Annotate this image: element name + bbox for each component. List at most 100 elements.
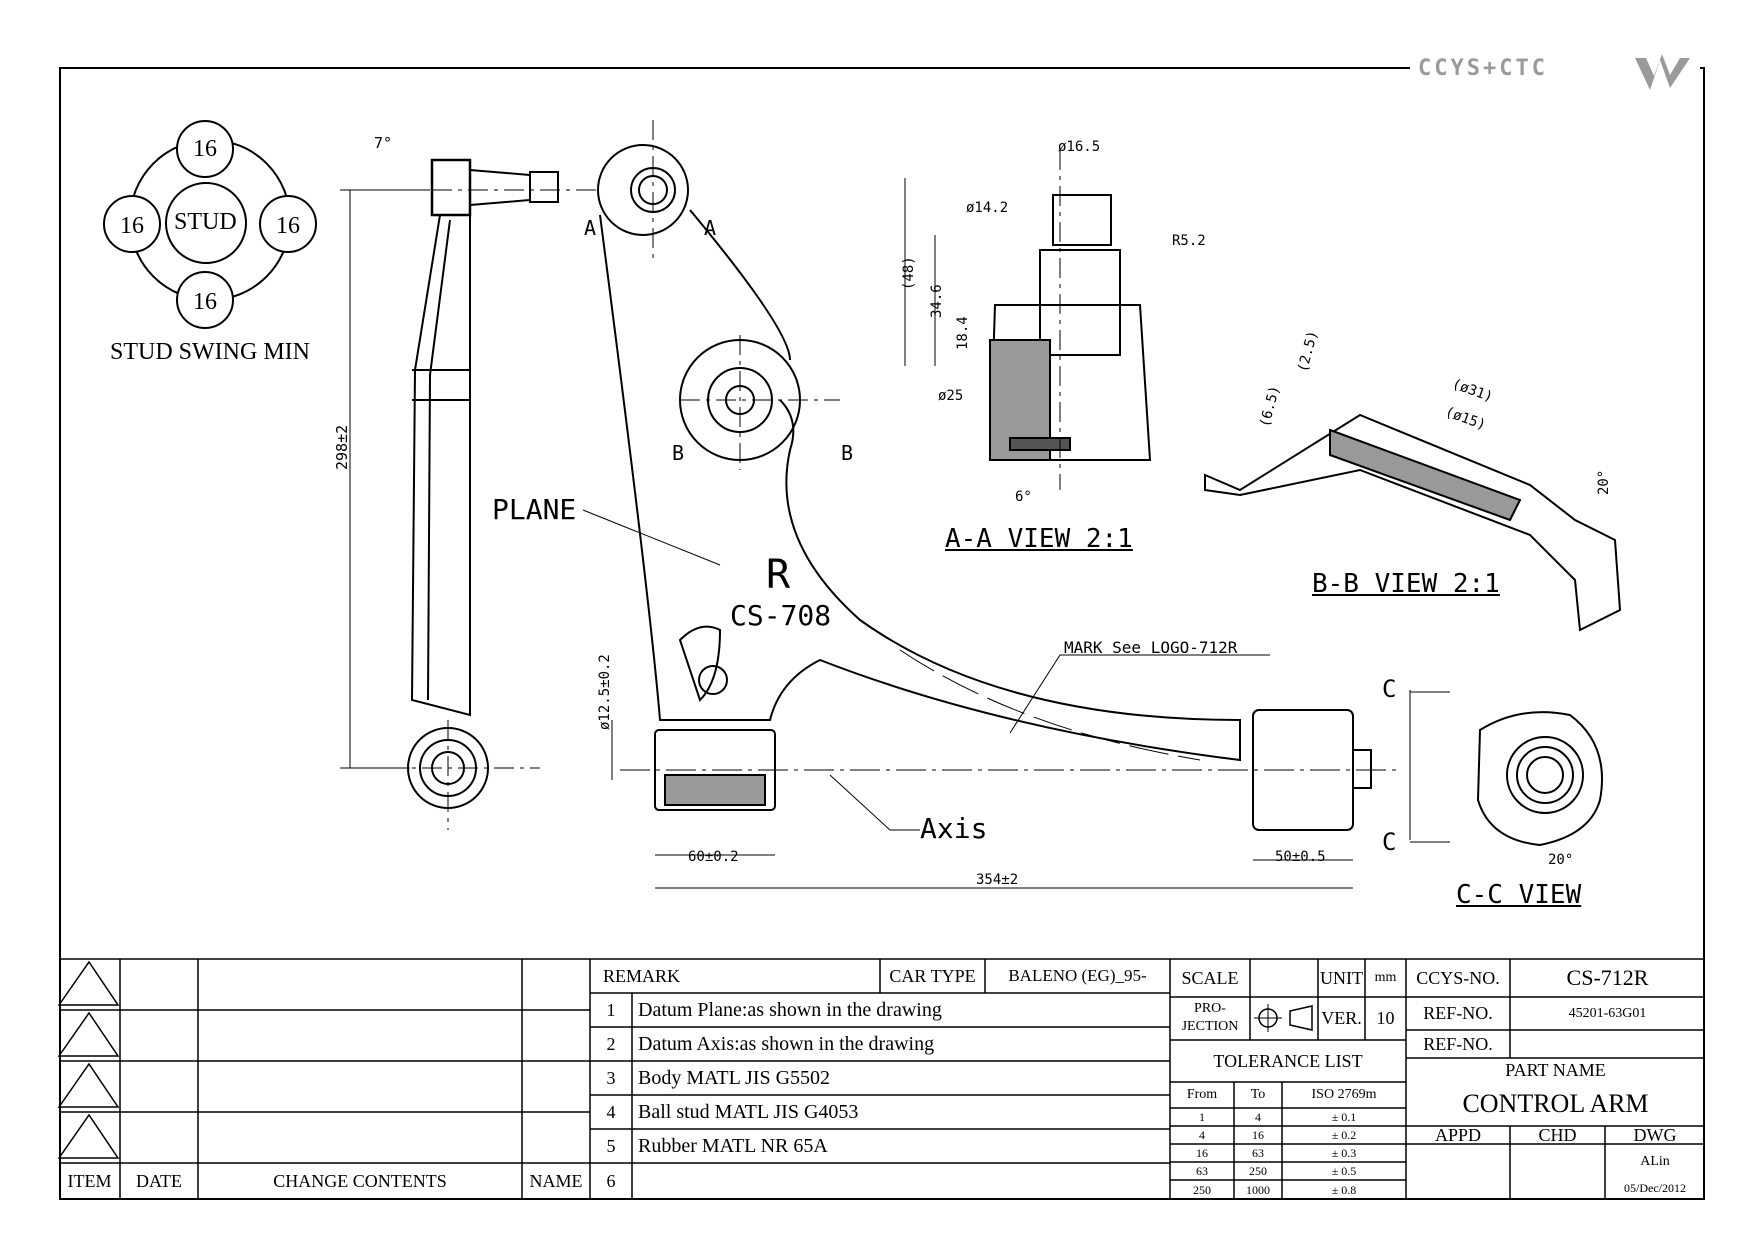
logo-text: CCYS+CTC (1418, 56, 1548, 81)
header-item: ITEM (67, 1171, 112, 1191)
tol-value-5: ± 0.8 (1331, 1182, 1357, 1197)
remark-text-1: Datum Plane:as shown in the drawing (638, 998, 942, 1021)
aa-d25: ø25 (938, 388, 964, 404)
part-name-label: PART NAME (1505, 1059, 1606, 1080)
tol-value-4: ± 0.5 (1331, 1163, 1357, 1178)
remark-no-4: 4 (606, 1101, 616, 1122)
projection-label-1: PRO- (1194, 1001, 1226, 1016)
tol-to-2: 16 (1252, 1127, 1264, 1142)
section-a-right: A (704, 216, 717, 240)
tol-from-3: 16 (1196, 1145, 1208, 1160)
part-mark: CS-708 (730, 599, 832, 632)
tol-header-from: From (1186, 1087, 1218, 1102)
dwg-label: DWG (1633, 1126, 1677, 1144)
header-name: NAME (529, 1171, 583, 1191)
appd-label: APPD (1434, 1126, 1482, 1144)
ref-no-value: 45201-63G01 (1568, 1005, 1647, 1021)
angle-7: 7° (374, 134, 393, 152)
car-type-value: BALENO (EG)_95- (1008, 966, 1147, 985)
remark-text-6 (638, 1163, 1168, 1200)
bb-view-title: B-B VIEW 2:1 (1312, 569, 1500, 599)
plane-label: PLANE (492, 493, 577, 526)
projection-label-2: JECTION (1181, 1019, 1239, 1034)
tolerance-list-title: TOLERANCE LIST (1213, 1050, 1363, 1071)
section-cc-drawing (1410, 691, 1603, 847)
aa-h48: (48) (901, 256, 917, 290)
remark-no-3: 3 (606, 1067, 616, 1088)
tol-from-2: 4 (1199, 1127, 1205, 1142)
title-block-grid (57, 958, 1705, 1200)
header-date: DATE (136, 1171, 182, 1191)
axis-label: Axis (920, 812, 988, 845)
logo-mark-note: MARK See LOGO-712R (1064, 638, 1238, 657)
section-b-left: B (672, 441, 685, 465)
part-name-value: CONTROL ARM (1462, 1089, 1649, 1118)
tol-to-3: 63 (1252, 1145, 1264, 1160)
logo-mark-icon (1635, 54, 1690, 90)
swing-left-value: 16 (120, 213, 144, 239)
aa-a6: 6° (1015, 489, 1032, 505)
dim-354: 354±2 (976, 872, 1019, 888)
swing-right-value: 16 (276, 213, 300, 239)
remark-text-5: Rubber MATL NR 65A (638, 1134, 828, 1157)
remark-no-2: 2 (606, 1033, 616, 1054)
remark-text-2: Datum Axis:as shown in the drawing (638, 1032, 935, 1055)
ccys-no-value: CS-712R (1566, 965, 1649, 990)
brand-logo: CCYS+CTC (1410, 50, 1700, 95)
ver-label: VER. (1321, 1007, 1362, 1028)
section-bb-drawing (1204, 413, 1622, 632)
side-view-link (340, 158, 600, 830)
ref-no2-label: REF-NO. (1423, 1033, 1493, 1054)
control-arm-plan-view (582, 120, 1411, 889)
scale-label: SCALE (1181, 967, 1239, 988)
remark-text-4: Ball stud MATL JIS G4053 (638, 1100, 859, 1123)
ccys-no-label: CCYS-NO. (1416, 967, 1500, 988)
title-block: ITEM DATE CHANGE CONTENTS NAME REMARK CA… (59, 959, 1705, 1200)
section-c-top: C (1382, 675, 1397, 703)
cc-a20: 20° (1548, 852, 1574, 868)
aa-d14-2: ø14.2 (966, 200, 1009, 216)
section-a-left: A (584, 216, 597, 240)
tol-from-4: 63 (1196, 1163, 1208, 1178)
section-aa-drawing (904, 150, 1152, 490)
tol-from-5: 250 (1193, 1182, 1211, 1197)
swing-bottom-value: 16 (193, 289, 217, 315)
cc-view-title: C-C VIEW (1456, 880, 1582, 910)
remark-no-6: 6 (606, 1171, 616, 1191)
first-angle-projection-icon (1254, 1004, 1313, 1032)
aa-h18-4: 18.4 (955, 316, 971, 350)
dim-60: 60±0.2 (688, 849, 739, 865)
section-b-right: B (841, 441, 854, 465)
tol-header-to: To (1250, 1087, 1266, 1102)
aa-view-title: A-A VIEW 2:1 (945, 524, 1133, 554)
tol-value-3: ± 0.3 (1331, 1145, 1357, 1160)
drawing-frame (59, 67, 1705, 1200)
dim-bush-dia: ø12.5±0.2 (597, 654, 613, 730)
stud-swing-diagram (103, 120, 317, 329)
tol-value-2: ± 0.2 (1331, 1127, 1357, 1142)
tol-header-iso: ISO 2769m (1311, 1087, 1377, 1102)
section-c-bottom: C (1382, 828, 1397, 856)
swing-center-label: STUD (174, 209, 237, 235)
remark-no-1: 1 (606, 999, 616, 1020)
tol-value-1: ± 0.1 (1331, 1109, 1357, 1124)
swing-title: STUD SWING MIN (110, 339, 310, 365)
remark-label: REMARK (603, 965, 681, 986)
tol-to-5: 1000 (1246, 1182, 1270, 1197)
unit-label: UNIT (1320, 967, 1363, 988)
remark-text-3: Body MATL JIS G5502 (638, 1066, 831, 1089)
swing-top-value: 16 (193, 136, 217, 162)
ver-value: 10 (1376, 1007, 1395, 1028)
dim-50: 50±0.5 (1275, 849, 1326, 865)
remark-no-5: 5 (606, 1135, 616, 1156)
tol-to-4: 250 (1249, 1163, 1267, 1178)
drawing-date: 05/Dec/2012 (1624, 1180, 1686, 1195)
tol-from-1: 1 (1199, 1109, 1205, 1124)
unit-value: mm (1374, 970, 1397, 985)
aa-h34-6: 34.6 (929, 284, 945, 318)
ref-no-label: REF-NO. (1423, 1003, 1493, 1023)
tol-to-1: 4 (1255, 1109, 1261, 1124)
car-type-label: CAR TYPE (889, 965, 976, 986)
chd-label: CHD (1538, 1126, 1577, 1144)
